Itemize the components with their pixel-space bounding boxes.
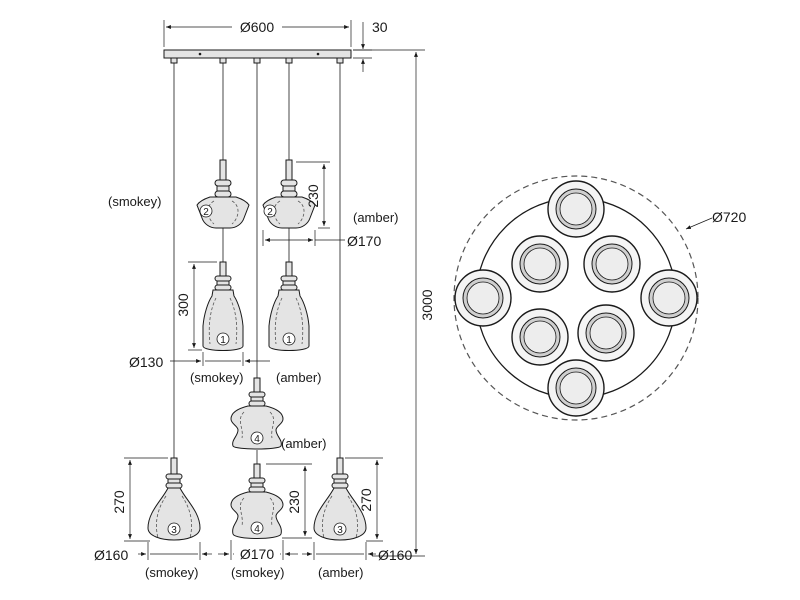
label-smokey-bottom-center: (smokey) [231,565,284,580]
plan-ring-top [547,180,605,238]
shade2-diameter-dimension: Ø170 [262,230,381,249]
shade-1-left: 1 [202,261,244,351]
shade3-left-height-dimension: 270 [111,457,168,542]
shade-1-right: 1 [268,261,310,351]
shade1-diameter-label: Ø130 [129,354,163,370]
shade4-diameter-dimension: Ø170 [218,540,298,562]
shade-2-left: 2 [196,159,250,229]
shade-3-right-number: 3 [337,525,343,536]
label-amber-upper: (amber) [353,210,399,225]
shade4-height-dimension: 230 [266,463,312,539]
canopy [163,49,352,59]
shade1-diameter-dimension: Ø130 [129,352,270,370]
plan-ring-bottom [547,359,605,417]
shade-1-right-number: 1 [286,335,292,346]
total-height-label: 3000 [419,289,435,320]
canopy-height-label: 30 [372,19,388,35]
outer-diameter-label: Ø720 [712,209,746,225]
shade-4-upper-number: 4 [254,434,260,445]
label-amber-bottom-right: (amber) [318,565,364,580]
shade-2-left-number: 2 [203,207,209,218]
shade1-height-label: 300 [175,293,191,317]
plan-ring-inner-bottom-left [511,308,569,366]
shade3-right-height-label: 270 [358,488,374,512]
shade4-height-label: 230 [286,490,302,514]
shade3-left-diameter-label: Ø160 [94,547,128,563]
shade-2-right-number: 2 [267,207,273,218]
plan-ring-inner-top-right [583,235,641,293]
shade3-right-height-dimension: 270 [345,457,383,542]
shade3-right-diameter-dimension: Ø160 [302,542,412,563]
shade4-diameter-label: Ø170 [240,546,274,562]
shade-3-left-number: 3 [171,525,177,536]
total-height-dimension: 3000 [353,49,435,557]
shade-2-right: 2 [262,159,316,229]
shade-1-left-number: 1 [220,335,226,346]
label-amber-mid: (amber) [276,370,322,385]
shade2-height-label: 230 [305,184,321,208]
shade1-height-dimension: 300 [175,261,217,351]
label-amber-shade4: (amber) [281,436,327,451]
plan-ring-left [454,269,512,327]
shade-4-center: 4 [230,463,284,539]
shade-4-center-number: 4 [254,524,260,535]
label-smokey-mid: (smokey) [190,370,243,385]
canopy-diameter-dimension: Ø600 [163,17,352,47]
shade2-height-dimension: 230 [296,161,330,229]
shade-3-left: 3 [147,457,201,541]
plan-ring-right [640,269,698,327]
shade3-left-height-label: 270 [111,490,127,514]
label-smokey-upper: (smokey) [108,194,161,209]
plan-view: Ø720 [453,175,746,421]
shade2-diameter-label: Ø170 [347,233,381,249]
canopy-height-dimension: 30 [353,19,388,72]
shade-3-right: 3 [313,457,367,541]
label-smokey-bottom-left: (smokey) [145,565,198,580]
shade3-right-diameter-label: Ø160 [378,547,412,563]
canopy-diameter-label: Ø600 [240,19,274,35]
pendant-cords [170,57,344,464]
shade-4-upper: 4 [230,377,284,450]
plan-ring-inner-bottom-right [577,304,635,362]
outer-diameter-dimension: Ø720 [685,209,746,230]
plan-ring-inner-top-left [511,235,569,293]
shade3-left-diameter-dimension: Ø160 [94,542,212,563]
